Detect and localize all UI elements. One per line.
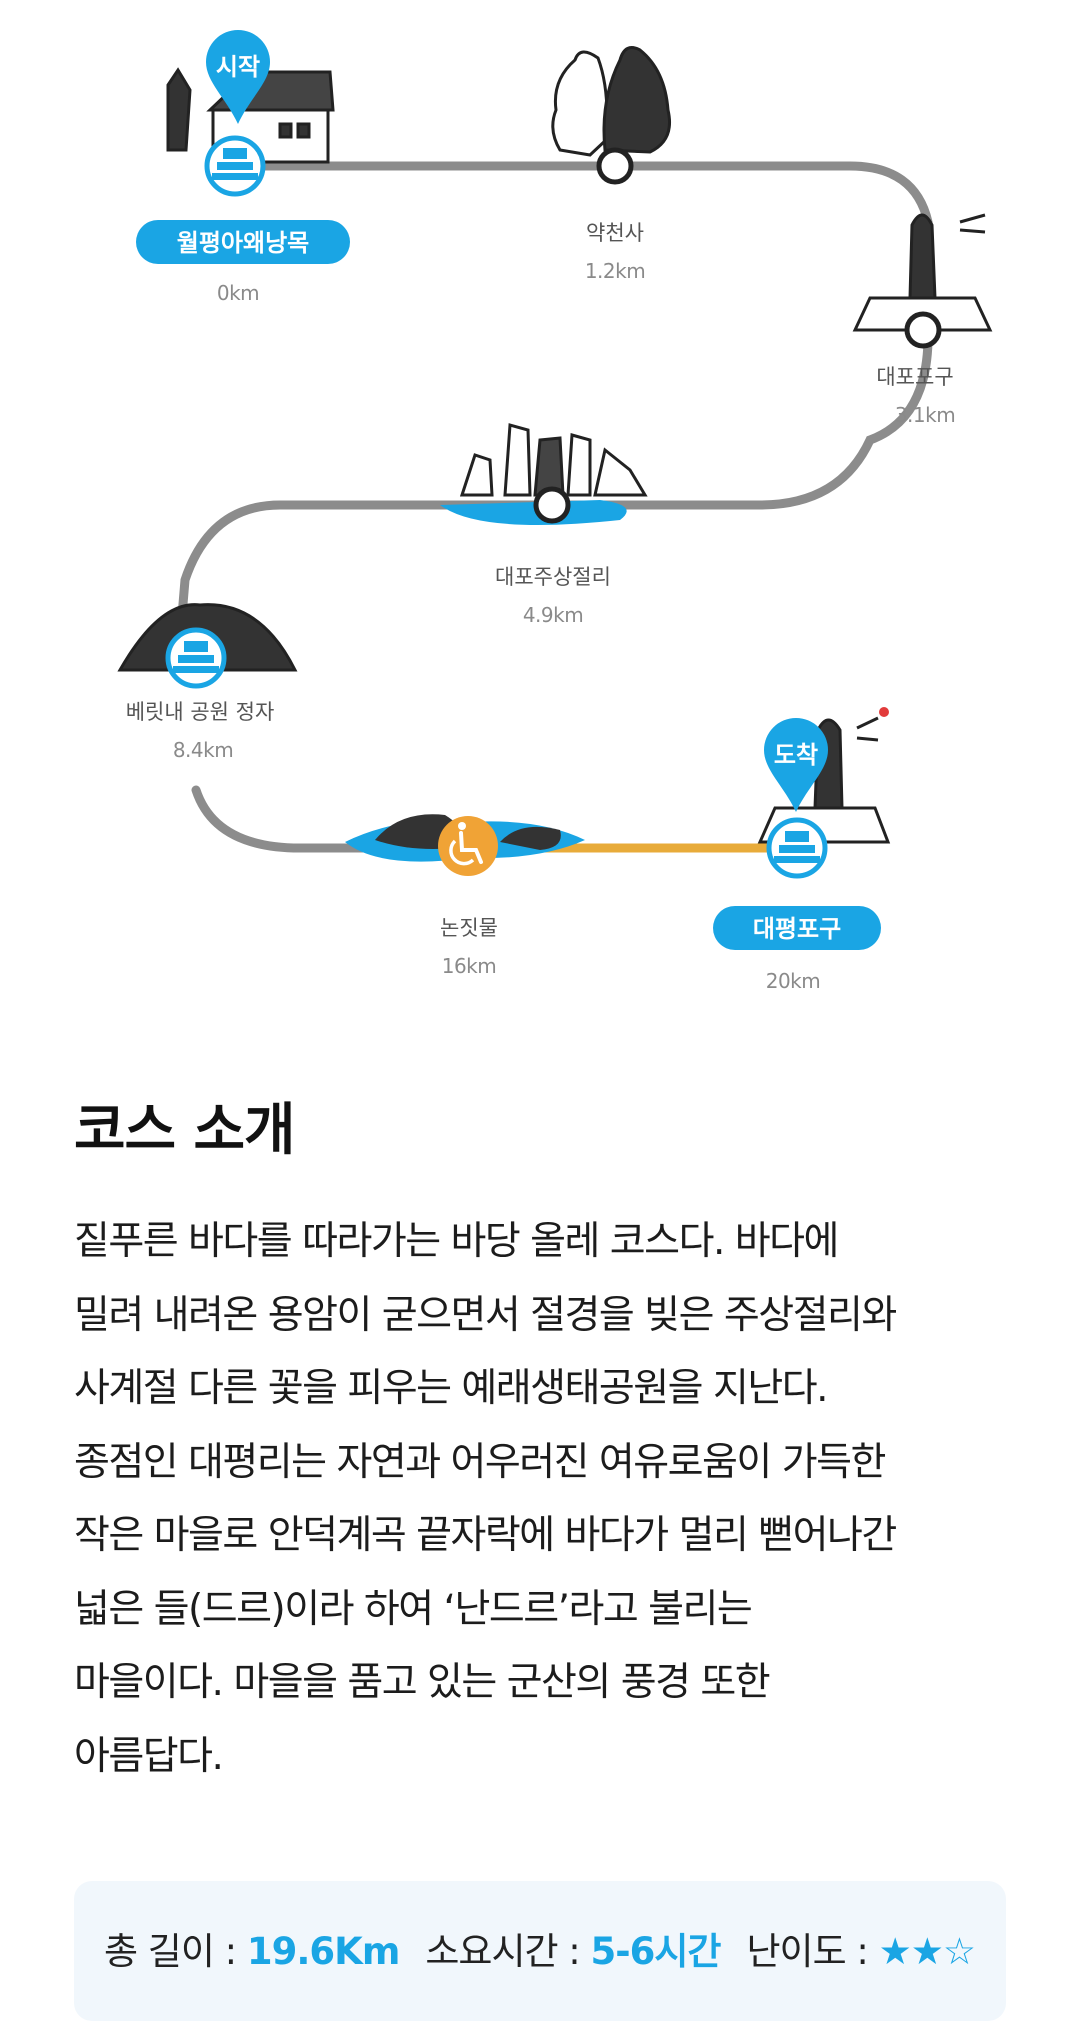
course-info-box: 총 길이 : 19.6Km 소요시간 : 5-6시간 난이도 : ★★☆ <box>74 1881 1006 2021</box>
length-label: 총 길이 : <box>104 1930 247 1973</box>
stop-distance-daepo-port: 3.1km <box>895 403 955 427</box>
stop-name-daepo-port: 대포포구 <box>876 365 953 389</box>
description-line: 종점인 대평리는 자연과 어우러진 여유로움이 가득한 <box>74 1439 886 1485</box>
start-stop-pill: 월평아왜낭목 <box>136 220 350 264</box>
stop-marker-jusangjeolli <box>533 486 571 524</box>
time-label: 소요시간 : <box>425 1930 591 1973</box>
stop-distance-start: 0km <box>217 281 259 305</box>
stamp-icon <box>204 135 266 197</box>
stamp-icon <box>165 627 227 689</box>
tree-icon <box>551 46 671 157</box>
time-value: 5-6시간 <box>590 1930 722 1973</box>
end-pin: 도착 <box>764 718 828 812</box>
stop-distance-jusangjeolli: 4.9km <box>523 603 583 627</box>
description-line: 밀려 내려온 용암이 굳으면서 절경을 빚은 주상절리와 <box>74 1292 897 1338</box>
description-line: 사계절 다른 꽃을 피우는 예래생태공원을 지난다. <box>74 1366 828 1411</box>
start-pin-label: 시작 <box>216 53 260 81</box>
end-pin-label: 도착 <box>774 741 818 769</box>
stop-distance-end: 20km <box>766 969 821 993</box>
stop-name-jusangjeolli: 대포주상절리 <box>495 565 611 589</box>
description-line: 아름답다. <box>74 1733 224 1779</box>
difficulty-stars: ★★☆ <box>878 1930 977 1973</box>
course-description: 짙푸른 바다를 따라가는 바당 올레 코스다. 바다에 밀려 내려온 용암이 굳… <box>74 1205 1014 1793</box>
rock-icon <box>440 423 648 525</box>
stop-name-yakcheonsa: 약천사 <box>586 221 644 245</box>
course-map: 시작 월평아왜낭목 0km 약천사 1.2km 대포포구 3.1km 대포 <box>117 30 993 993</box>
difficulty-label: 난이도 : <box>746 1930 879 1973</box>
stop-name-end: 대평포구 <box>753 915 841 943</box>
stop-name-nonjitmul: 논짓물 <box>440 916 498 940</box>
wheelchair-icon <box>438 816 498 876</box>
description-line: 넓은 들(드르)이라 하여 ‘난드르’라고 불리는 <box>74 1586 753 1632</box>
end-stop-pill: 대평포구 <box>713 906 881 950</box>
route-line <box>175 161 933 853</box>
stop-distance-yakcheonsa: 1.2km <box>585 259 645 283</box>
stop-distance-beritnae: 8.4km <box>173 738 233 762</box>
stop-marker-daepo-port <box>904 311 942 349</box>
description-line: 작은 마을로 안덕계곡 끝자락에 바다가 멀리 뻗어나간 <box>74 1513 897 1558</box>
course-info-row: 총 길이 : 19.6Km 소요시간 : 5-6시간 난이도 : ★★☆ <box>104 1921 977 1975</box>
description-line: 짙푸른 바다를 따라가는 바당 올레 코스다. 바다에 <box>74 1219 839 1264</box>
stamp-icon <box>766 817 828 879</box>
stop-name-beritnae: 베릿내 공원 정자 <box>126 700 275 724</box>
start-pin: 시작 <box>206 30 270 124</box>
length-value: 19.6Km <box>246 1930 401 1973</box>
description-line: 마을이다. 마을을 품고 있는 군산의 풍경 또한 <box>74 1660 771 1705</box>
stop-name-start: 월평아왜낭목 <box>177 229 309 257</box>
section-title: 코스 소개 <box>74 1098 296 1163</box>
stop-distance-nonjitmul: 16km <box>442 954 497 978</box>
stop-marker-yakcheonsa <box>596 147 634 185</box>
